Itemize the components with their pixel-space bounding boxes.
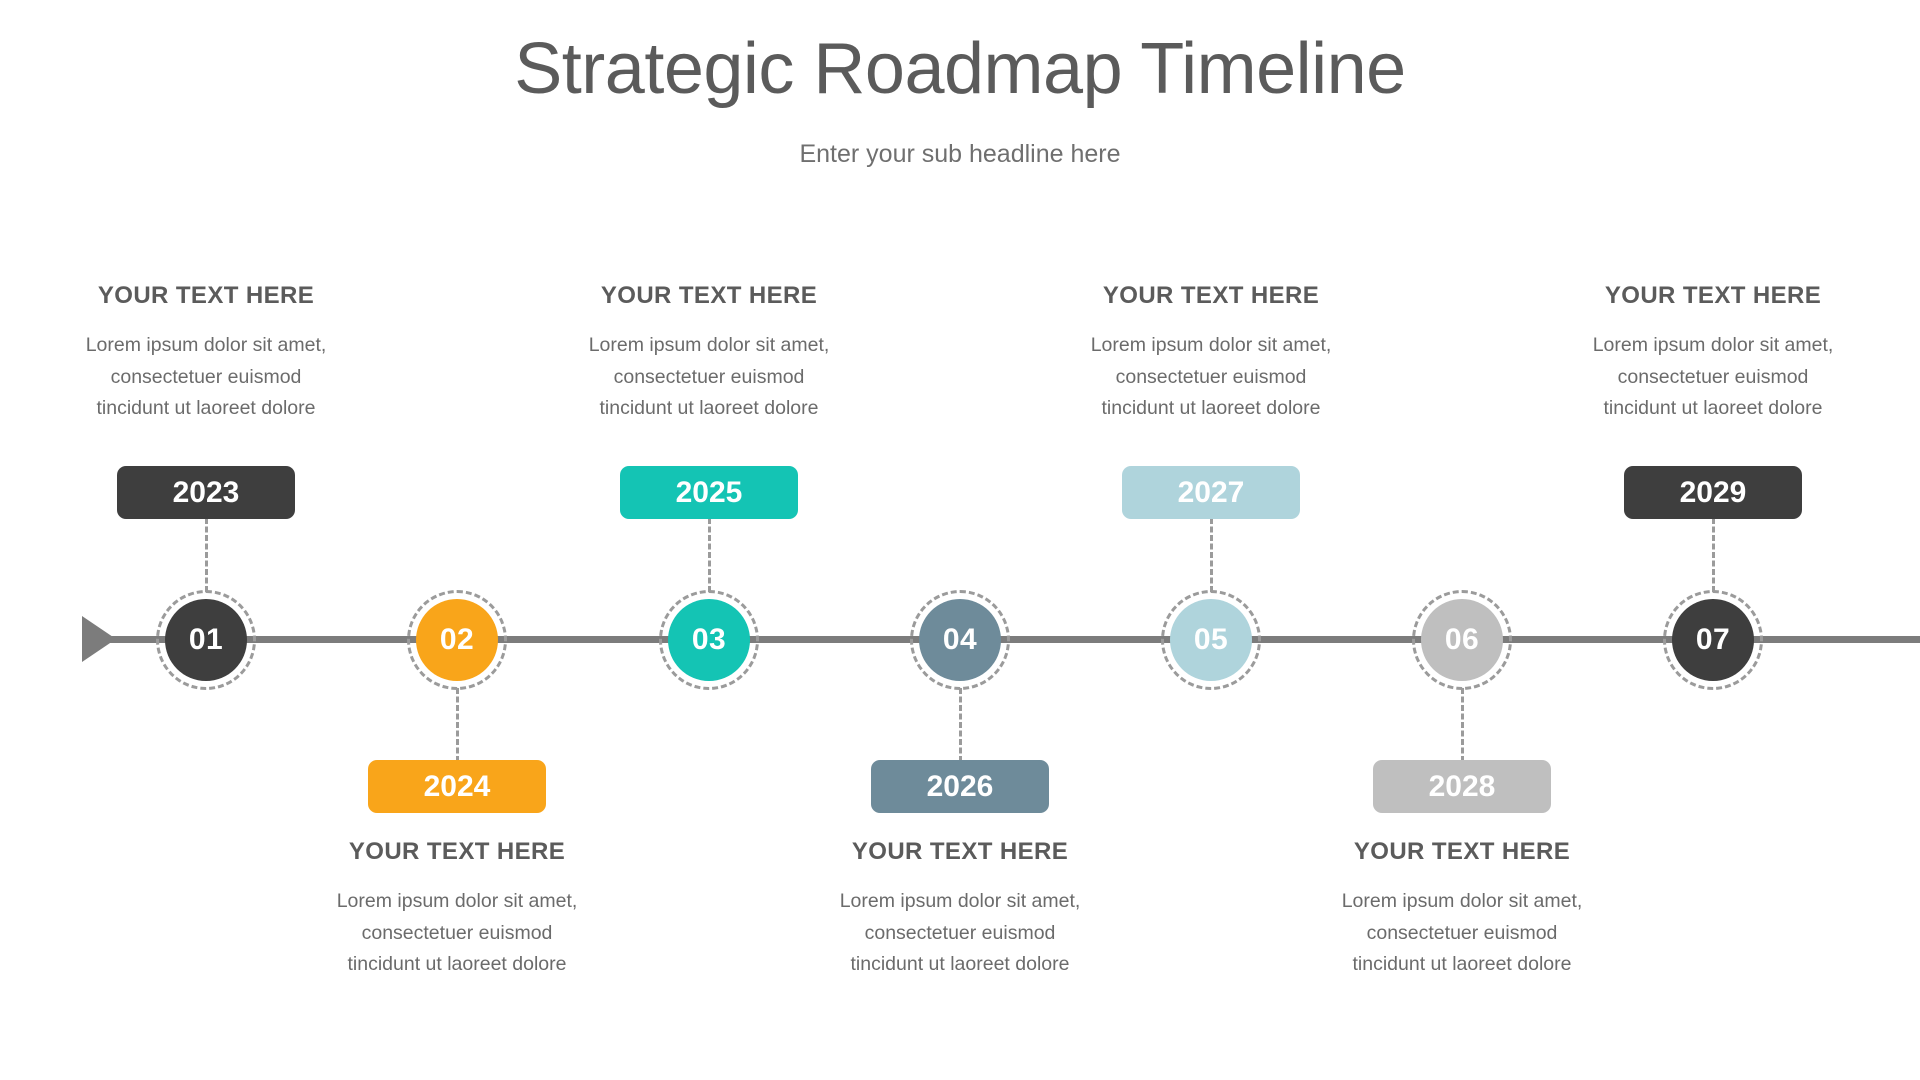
milestone-connector-stem bbox=[205, 518, 208, 592]
milestone-text-block-06: YOUR TEXT HERE Lorem ipsum dolor sit amet… bbox=[1302, 838, 1622, 981]
year-badge-2023[interactable]: 2023 bbox=[117, 466, 295, 519]
milestone-body-line: tincidunt ut laoreet dolore bbox=[1352, 953, 1572, 976]
year-badge-2027[interactable]: 2027 bbox=[1122, 466, 1300, 519]
milestone-body-line: consectetuer euismod bbox=[1366, 921, 1558, 944]
milestone-number-06: 06 bbox=[1421, 599, 1503, 681]
year-badge-2025[interactable]: 2025 bbox=[620, 466, 798, 519]
milestone-dashed-ring-icon bbox=[910, 590, 1010, 690]
page-subtitle: Enter your sub headline here bbox=[799, 140, 1121, 168]
milestone-heading: YOUR TEXT HERE bbox=[348, 838, 566, 865]
milestone-heading: YOUR TEXT HERE bbox=[851, 838, 1069, 865]
milestone-body-line: Lorem ipsum dolor sit amet, bbox=[1592, 334, 1834, 356]
milestone-body: Lorem ipsum dolor sit amet, consectetuer … bbox=[46, 330, 366, 425]
milestone-body-line: consectetuer euismod bbox=[1115, 365, 1307, 388]
milestone-dashed-ring-icon bbox=[1663, 590, 1763, 690]
milestone-number-02: 02 bbox=[416, 599, 498, 681]
milestone-body: Lorem ipsum dolor sit amet, consectetuer … bbox=[1553, 330, 1873, 425]
milestone-body-line: tincidunt ut laoreet dolore bbox=[1603, 397, 1823, 420]
milestone-number-01: 01 bbox=[165, 599, 247, 681]
milestone-connector-stem bbox=[456, 688, 459, 762]
milestone-body-line: tincidunt ut laoreet dolore bbox=[1101, 397, 1321, 420]
milestone-text-block-03: YOUR TEXT HERE Lorem ipsum dolor sit amet… bbox=[549, 282, 869, 425]
milestone-text-block-01: YOUR TEXT HERE Lorem ipsum dolor sit amet… bbox=[46, 282, 366, 425]
milestone-body-line: Lorem ipsum dolor sit amet, bbox=[1341, 890, 1583, 912]
milestone-body-line: tincidunt ut laoreet dolore bbox=[347, 953, 567, 976]
milestone-connector-stem bbox=[708, 518, 711, 592]
year-badge-2024[interactable]: 2024 bbox=[368, 760, 546, 813]
milestone-body-line: tincidunt ut laoreet dolore bbox=[599, 397, 819, 420]
page-title: Strategic Roadmap Timeline bbox=[514, 29, 1406, 109]
milestone-text-block-04: YOUR TEXT HERE Lorem ipsum dolor sit amet… bbox=[800, 838, 1120, 981]
milestone-dashed-ring-icon bbox=[407, 590, 507, 690]
milestone-body-line: Lorem ipsum dolor sit amet, bbox=[336, 890, 578, 912]
milestone-heading: YOUR TEXT HERE bbox=[1353, 838, 1571, 865]
milestone-node-01[interactable]: 01 bbox=[156, 590, 256, 690]
milestone-node-07[interactable]: 07 bbox=[1663, 590, 1763, 690]
milestone-heading: YOUR TEXT HERE bbox=[1102, 282, 1320, 309]
milestone-dashed-ring-icon bbox=[1412, 590, 1512, 690]
milestone-body: Lorem ipsum dolor sit amet, consectetuer … bbox=[549, 330, 869, 425]
milestone-node-04[interactable]: 04 bbox=[910, 590, 1010, 690]
milestone-body-line: consectetuer euismod bbox=[361, 921, 553, 944]
milestone-dashed-ring-icon bbox=[1161, 590, 1261, 690]
milestone-number-03: 03 bbox=[668, 599, 750, 681]
milestone-number-07: 07 bbox=[1672, 599, 1754, 681]
milestone-body-line: tincidunt ut laoreet dolore bbox=[850, 953, 1070, 976]
milestone-body-line: consectetuer euismod bbox=[110, 365, 302, 388]
milestone-connector-stem bbox=[1712, 518, 1715, 592]
milestone-heading: YOUR TEXT HERE bbox=[97, 282, 315, 309]
milestone-number-04: 04 bbox=[919, 599, 1001, 681]
milestone-body: Lorem ipsum dolor sit amet, consectetuer … bbox=[297, 886, 617, 981]
milestone-heading: YOUR TEXT HERE bbox=[600, 282, 818, 309]
milestone-connector-stem bbox=[1461, 688, 1464, 762]
milestone-body-line: Lorem ipsum dolor sit amet, bbox=[839, 890, 1081, 912]
milestone-body-line: Lorem ipsum dolor sit amet, bbox=[588, 334, 830, 356]
milestone-body-line: consectetuer euismod bbox=[864, 921, 1056, 944]
milestone-node-06[interactable]: 06 bbox=[1412, 590, 1512, 690]
milestone-body: Lorem ipsum dolor sit amet, consectetuer … bbox=[1051, 330, 1371, 425]
milestone-connector-stem bbox=[1210, 518, 1213, 592]
milestone-body-line: Lorem ipsum dolor sit amet, bbox=[85, 334, 327, 356]
year-badge-2028[interactable]: 2028 bbox=[1373, 760, 1551, 813]
milestone-body-line: consectetuer euismod bbox=[613, 365, 805, 388]
milestone-node-05[interactable]: 05 bbox=[1161, 590, 1261, 690]
year-badge-2026[interactable]: 2026 bbox=[871, 760, 1049, 813]
milestone-dashed-ring-icon bbox=[156, 590, 256, 690]
milestone-body-line: tincidunt ut laoreet dolore bbox=[96, 397, 316, 420]
milestone-body: Lorem ipsum dolor sit amet, consectetuer … bbox=[800, 886, 1120, 981]
milestone-number-05: 05 bbox=[1170, 599, 1252, 681]
milestone-body: Lorem ipsum dolor sit amet, consectetuer … bbox=[1302, 886, 1622, 981]
milestone-body-line: Lorem ipsum dolor sit amet, bbox=[1090, 334, 1332, 356]
milestone-text-block-02: YOUR TEXT HERE Lorem ipsum dolor sit amet… bbox=[297, 838, 617, 981]
milestone-body-line: consectetuer euismod bbox=[1617, 365, 1809, 388]
milestone-node-02[interactable]: 02 bbox=[407, 590, 507, 690]
milestone-connector-stem bbox=[959, 688, 962, 762]
year-badge-2029[interactable]: 2029 bbox=[1624, 466, 1802, 519]
timeline-axis-line bbox=[108, 636, 1920, 643]
milestone-heading: YOUR TEXT HERE bbox=[1604, 282, 1822, 309]
milestone-text-block-05: YOUR TEXT HERE Lorem ipsum dolor sit amet… bbox=[1051, 282, 1371, 425]
milestone-text-block-07: YOUR TEXT HERE Lorem ipsum dolor sit amet… bbox=[1553, 282, 1873, 425]
milestone-node-03[interactable]: 03 bbox=[659, 590, 759, 690]
milestone-dashed-ring-icon bbox=[659, 590, 759, 690]
